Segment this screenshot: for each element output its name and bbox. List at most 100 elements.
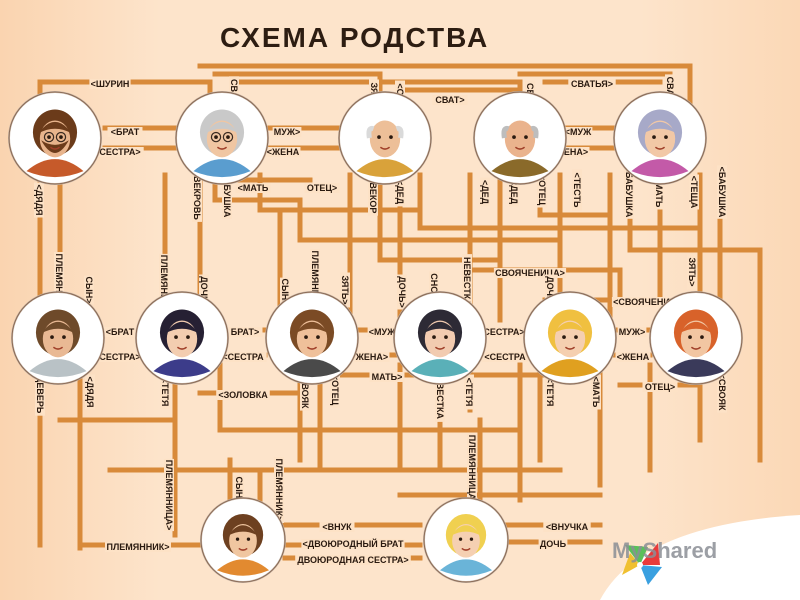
svg-text:ОТЕЦ>: ОТЕЦ> — [307, 183, 337, 193]
relation-label-dyadya: <ДЯДЯ — [34, 182, 44, 218]
svg-text:<ДВОЮРОДНЫЙ БРАТ: <ДВОЮРОДНЫЙ БРАТ — [303, 538, 404, 549]
relation-label-sestra4: <СЕСТРА — [481, 352, 529, 362]
svg-text:<СВОЯЧЕНИЦА: <СВОЯЧЕНИЦА — [613, 297, 683, 307]
svg-text:<ЖЕНА: <ЖЕНА — [267, 147, 300, 157]
diagram-title: СХЕМА РОДСТВА — [220, 22, 490, 53]
relation-label-zyat2: ЗЯТЬ> — [340, 272, 350, 308]
relation-label-brat: <БРАТ — [107, 127, 143, 137]
relation-label-mat1: <МАТЬ — [235, 183, 271, 193]
svg-text:СЫН>: СЫН> — [234, 476, 244, 503]
portrait-man-young — [265, 291, 359, 385]
relation-label-tetya2: <ТЕТЯ — [464, 374, 474, 410]
svg-text:<БАБУШКА: <БАБУШКА — [222, 167, 232, 218]
svg-text:ПЛЕМЯННИК>: ПЛЕМЯННИК> — [274, 459, 284, 522]
relation-label-zhena2: ЖЕНА> — [554, 147, 590, 157]
svg-text:<ТЕТЯ: <ТЕТЯ — [545, 378, 555, 407]
portrait-grandpa-1 — [338, 91, 432, 185]
relation-label-plemyannik3: ПЛЕМЯННИК> — [274, 457, 284, 523]
relation-label-vnuk: <ВНУК — [319, 522, 355, 532]
svg-text:МУЖ>: МУЖ> — [274, 127, 301, 137]
svg-text:<ВНУЧКА: <ВНУЧКА — [546, 522, 589, 532]
relation-label-plemyannitsa2: ПЛЕМЯННИЦА> — [164, 458, 174, 532]
svg-text:<БРАТ: <БРАТ — [111, 127, 140, 137]
portrait-man-beard-glasses — [8, 91, 102, 185]
svg-text:ДОЧЬ>: ДОЧЬ> — [545, 276, 555, 307]
relation-label-dvoyurodny_brat: <ДВОЮРОДНЫЙ БРАТ — [301, 538, 405, 549]
svg-text:<СВЕКОР: <СВЕКОР — [368, 171, 378, 214]
relation-label-plemyannik4: ПЛЕМЯННИК> — [105, 542, 171, 552]
svg-text:<БРАТ: <БРАТ — [106, 327, 135, 337]
relation-label-tetya1: <ТЕТЯ — [160, 374, 170, 410]
relation-label-zolovka: <ЗОЛОВКА — [216, 390, 270, 400]
svg-text:ОТЕЦ>: ОТЕЦ> — [645, 382, 675, 392]
svg-text:ДОЧЬ>: ДОЧЬ> — [199, 276, 209, 307]
relation-label-test: <ТЕСТЬ — [572, 169, 582, 211]
svg-text:<ТЕСТЬ: <ТЕСТЬ — [572, 173, 582, 209]
svg-text:ЗЯТЬ>: ЗЯТЬ> — [687, 257, 697, 286]
svg-text:<ТЕТЯ: <ТЕТЯ — [464, 378, 474, 407]
relation-label-vnuchka: <ВНУЧКА — [543, 522, 591, 532]
relation-label-brat3: БРАТ> — [227, 327, 263, 337]
portrait-nodes — [8, 91, 743, 583]
svg-text:<СВОЯК: <СВОЯК — [717, 374, 727, 411]
svg-text:СЫН>: СЫН> — [280, 278, 290, 305]
svg-text:ПЛЕМЯННИК>: ПЛЕМЯННИК> — [107, 542, 170, 552]
watermark-text: MyShared — [612, 538, 718, 563]
svg-text:ПЛЕМЯННИЦА>: ПЛЕМЯННИЦА> — [467, 435, 477, 506]
relation-label-dvoyurodnaya_sestra: ДВОЮРОДНАЯ СЕСТРА> — [295, 555, 411, 565]
portrait-grandpa-2 — [473, 91, 567, 185]
svg-text:<МАТЬ: <МАТЬ — [238, 183, 269, 193]
portrait-girl — [423, 497, 509, 583]
portrait-grandma-2 — [613, 91, 707, 185]
relation-label-babushka2: <БАБУШКА — [624, 165, 634, 219]
svg-text:<МАТЬ: <МАТЬ — [654, 177, 664, 208]
relation-label-tetya3: <ТЕТЯ — [545, 374, 555, 410]
svg-text:СЕСТРА>: СЕСТРА> — [99, 147, 140, 157]
portrait-woman-dark-hair — [135, 291, 229, 385]
svg-text:СВАТ>: СВАТ> — [435, 95, 464, 105]
svg-text:<ЗОЛОВКА: <ЗОЛОВКА — [218, 390, 268, 400]
svg-text:СЫН>: СЫН> — [84, 276, 94, 303]
svg-text:<ВНУК: <ВНУК — [322, 522, 352, 532]
portrait-woman-blonde — [523, 291, 617, 385]
portrait-boy — [200, 497, 286, 583]
svg-text:НЕВЕСТКА>: НЕВЕСТКА> — [462, 257, 472, 311]
svg-text:<ТЕТЯ: <ТЕТЯ — [160, 378, 170, 407]
svg-text:ДВОЮРОДНАЯ СЕСТРА>: ДВОЮРОДНАЯ СЕСТРА> — [297, 555, 408, 565]
relation-label-top_svat_mid: СВАТ> — [432, 95, 468, 105]
svg-text:ПЛЕМЯННИЦА>: ПЛЕМЯННИЦА> — [159, 255, 169, 326]
svg-text:<БАБУШКА: <БАБУШКА — [717, 167, 727, 218]
relation-label-ded2: <ДЕД — [480, 177, 490, 207]
relation-label-svoyak2: <СВОЯК — [717, 371, 727, 413]
relation-label-plemyannitsa3: ПЛЕМЯННИЦА> — [467, 433, 477, 507]
svg-text:<ШУРИН: <ШУРИН — [91, 79, 130, 89]
svg-text:<ОТЕЦ: <ОТЕЦ — [330, 375, 340, 406]
relation-label-otec3: ОТЕЦ> — [642, 382, 678, 392]
portrait-grandma-1 — [175, 91, 269, 185]
relation-label-teshcha: <ТЕЩА — [689, 174, 699, 210]
relation-label-otec1: ОТЕЦ> — [304, 183, 340, 193]
svg-text:СВАТЬЯ>: СВАТЬЯ> — [571, 79, 613, 89]
relation-label-svoyachenitsa1: СВОЯЧЕНИЦА> — [493, 268, 567, 278]
svg-text:СВОЯЧЕНИЦА>: СВОЯЧЕНИЦА> — [495, 268, 565, 278]
svg-text:<МАТЬ: <МАТЬ — [591, 377, 601, 408]
svg-text:<НЕВЕСТКА: <НЕВЕСТКА — [435, 365, 445, 420]
relation-label-zhena1: <ЖЕНА — [265, 147, 301, 157]
relation-label-sestra: СЕСТРА> — [96, 147, 144, 157]
portrait-man-red-hair — [649, 291, 743, 385]
relation-label-mat4: <МАТЬ — [591, 374, 601, 410]
svg-text:БРАТ>: БРАТ> — [231, 327, 260, 337]
relation-label-doch2: ДОЧЬ> — [397, 274, 407, 310]
relation-label-ded1: <ДЕД — [395, 177, 405, 207]
svg-text:СЕСТРА>: СЕСТРА> — [483, 327, 524, 337]
svg-text:<ТЕЩА: <ТЕЩА — [689, 176, 699, 209]
relation-label-top_shurin: <ШУРИН — [89, 79, 131, 89]
svg-text:МУЖ>: МУЖ> — [619, 327, 646, 337]
relation-label-zhena3: ЖЕНА> — [354, 352, 390, 362]
relation-label-muzh3: <МУЖ — [367, 327, 397, 337]
pinwheel-icon — [600, 515, 800, 600]
svg-text:ЖЕНА>: ЖЕНА> — [555, 147, 588, 157]
svg-text:ПЛЕМЯННИК>: ПЛЕМЯННИК> — [310, 251, 320, 314]
svg-text:<ДЕД: <ДЕД — [395, 180, 405, 205]
